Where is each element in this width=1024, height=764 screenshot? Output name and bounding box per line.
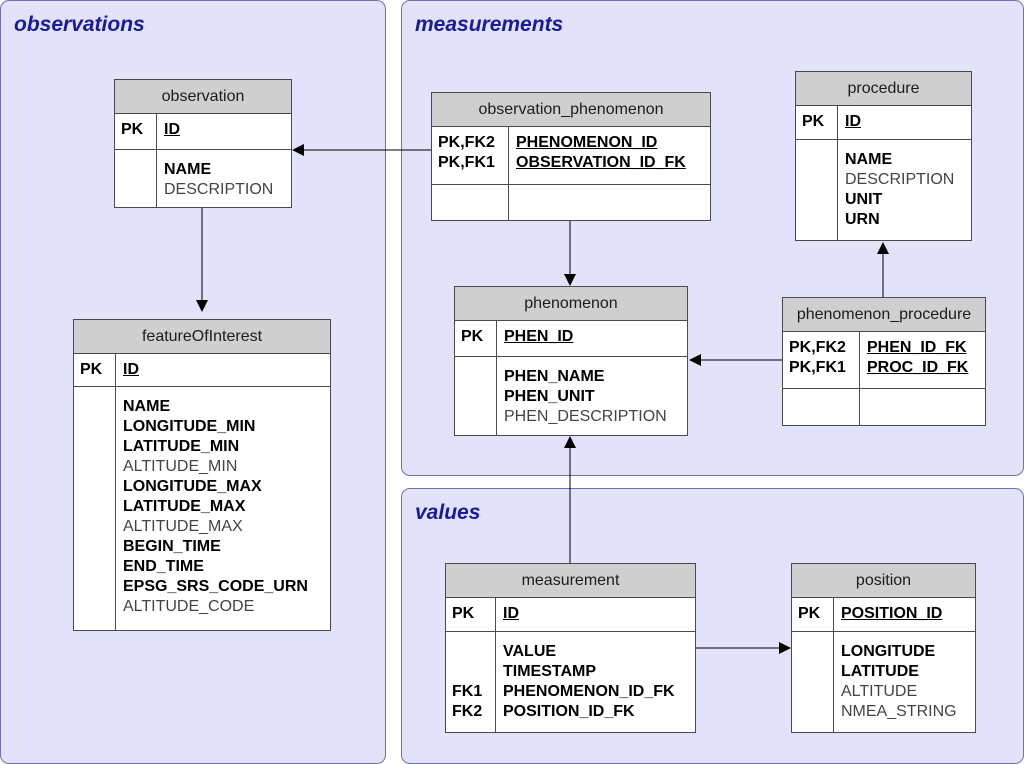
pk-row: PK ID <box>796 106 971 140</box>
table-name: phenomenon_procedure <box>783 298 985 332</box>
table-procedure: procedure PK ID NAME DESCRIPTION UNIT UR… <box>795 71 972 241</box>
field-altitude-min: ALTITUDE_MIN <box>123 458 238 475</box>
field-proc-id-fk: PROC_ID_FK <box>867 359 969 376</box>
field-name: NAME <box>845 151 893 168</box>
field-value: VALUE <box>503 643 557 660</box>
table-featureOfInterest: featureOfInterest PK ID NAME LONGITUDE_M… <box>73 319 331 631</box>
key-label: PK,FK1 <box>438 154 495 171</box>
table-measurement: measurement PK ID FK1 FK2 VALUE TIMESTAM… <box>445 563 696 733</box>
field-phenomenon-id: PHENOMENON_ID <box>516 134 658 151</box>
field-latitude: LATITUDE <box>841 663 919 680</box>
key-label: PK <box>115 114 157 149</box>
field-phen-name: PHEN_NAME <box>504 368 605 385</box>
field-phen-unit: PHEN_UNIT <box>504 388 595 405</box>
key-label-fk2: FK2 <box>452 703 483 720</box>
field-name: NAME <box>164 161 212 178</box>
pk-row: PK,FK2 PK,FK1 PHENOMENON_ID OBSERVATION_… <box>432 127 710 185</box>
key-label: PK,FK2 <box>789 339 846 356</box>
field-longitude-max: LONGITUDE_MAX <box>123 478 262 495</box>
field-observation-id-fk: OBSERVATION_ID_FK <box>516 154 686 171</box>
pk-row: PK ID <box>74 354 330 387</box>
key-label: PK,FK2 <box>438 134 495 151</box>
field-longitude-min: LONGITUDE_MIN <box>123 418 256 435</box>
table-phenomenon_procedure: phenomenon_procedure PK,FK2 PK,FK1 PHEN_… <box>782 297 986 426</box>
field-timestamp: TIMESTAMP <box>503 663 597 680</box>
key-label: PK,FK1 <box>789 359 846 376</box>
field-altitude-code: ALTITUDE_CODE <box>123 598 255 615</box>
field-latitude-max: LATITUDE_MAX <box>123 498 246 515</box>
key-label: PK <box>796 106 838 139</box>
field-unit: UNIT <box>845 191 883 208</box>
table-name: observation_phenomenon <box>432 93 710 127</box>
field-position-id: POSITION_ID <box>841 605 943 622</box>
table-name: procedure <box>796 72 971 106</box>
table-name: measurement <box>446 564 695 598</box>
key-label: PK <box>446 598 496 631</box>
field-phen-id: PHEN_ID <box>504 328 574 345</box>
pk-row: PK POSITION_ID <box>792 598 975 632</box>
table-observation_phenomenon: observation_phenomenon PK,FK2 PK,FK1 PHE… <box>431 92 711 221</box>
table-name: position <box>792 564 975 598</box>
field-nmea-string: NMEA_STRING <box>841 703 957 720</box>
field-latitude-min: LATITUDE_MIN <box>123 438 240 455</box>
field-id: ID <box>845 113 861 130</box>
body-row <box>783 389 985 425</box>
body-row: NAME DESCRIPTION UNIT URN <box>796 140 971 240</box>
field-phen-description: PHEN_DESCRIPTION <box>504 408 667 425</box>
field-phen-id-fk: PHEN_ID_FK <box>867 339 967 356</box>
key-label: PK <box>74 354 116 386</box>
key-label: PK <box>792 598 834 631</box>
field-longitude: LONGITUDE <box>841 643 936 660</box>
body-row: LONGITUDE LATITUDE ALTITUDE NMEA_STRING <box>792 632 975 732</box>
pk-row: PK,FK2 PK,FK1 PHEN_ID_FK PROC_ID_FK <box>783 332 985 389</box>
field-altitude-max: ALTITUDE_MAX <box>123 518 243 535</box>
field-description: DESCRIPTION <box>164 181 274 198</box>
field-end-time: END_TIME <box>123 558 204 575</box>
pk-row: PK ID <box>115 114 291 150</box>
field-begin-time: BEGIN_TIME <box>123 538 221 555</box>
field-urn: URN <box>845 211 880 228</box>
field-id: ID <box>123 361 139 378</box>
body-row: PHEN_NAME PHEN_UNIT PHEN_DESCRIPTION <box>455 357 687 435</box>
table-position: position PK POSITION_ID LONGITUDE LATITU… <box>791 563 976 733</box>
key-label: PK <box>455 321 497 356</box>
pk-row: PK PHEN_ID <box>455 321 687 357</box>
field-name: NAME <box>123 398 171 415</box>
pk-row: PK ID <box>446 598 695 632</box>
field-description: DESCRIPTION <box>845 171 955 188</box>
group-title: values <box>415 501 481 524</box>
group-title: observations <box>14 13 145 36</box>
table-phenomenon: phenomenon PK PHEN_ID PHEN_NAME PHEN_UNI… <box>454 286 688 436</box>
body-row: NAME LONGITUDE_MIN LATITUDE_MIN ALTITUDE… <box>74 387 330 630</box>
field-phenomenon-id-fk: PHENOMENON_ID_FK <box>503 683 675 700</box>
table-name: observation <box>115 80 291 114</box>
field-altitude: ALTITUDE <box>841 683 918 700</box>
body-row: FK1 FK2 VALUE TIMESTAMP PHENOMENON_ID_FK… <box>446 632 695 732</box>
body-row <box>432 185 710 220</box>
table-name: featureOfInterest <box>74 320 330 354</box>
field-epsg-srs-code-urn: EPSG_SRS_CODE_URN <box>123 578 308 595</box>
field-position-id-fk: POSITION_ID_FK <box>503 703 635 720</box>
body-row: NAME DESCRIPTION <box>115 150 291 207</box>
table-name: phenomenon <box>455 287 687 321</box>
field-id: ID <box>164 121 180 138</box>
group-title: measurements <box>415 13 564 36</box>
field-id: ID <box>503 605 519 622</box>
table-observation: observation PK ID NAME DESCRIPTION <box>114 79 292 208</box>
key-label-fk1: FK1 <box>452 683 483 700</box>
